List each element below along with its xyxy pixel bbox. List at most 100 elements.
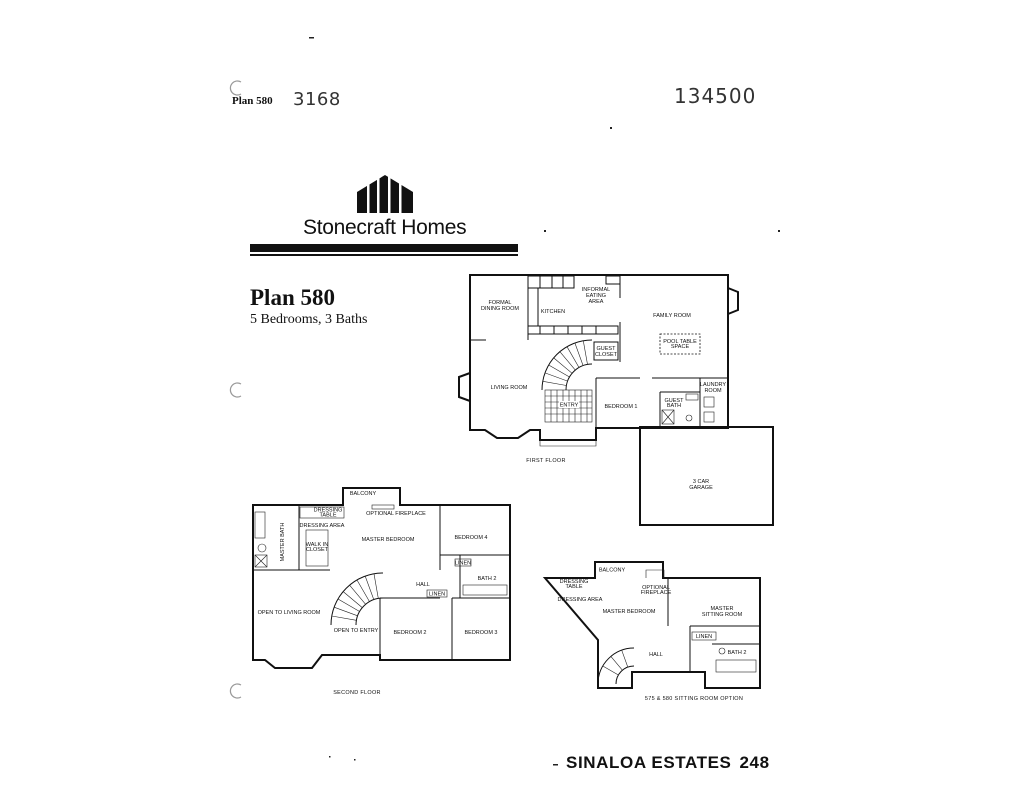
- master-sitting-room-label: MASTER: [711, 606, 734, 612]
- bath-walls: [659, 378, 701, 428]
- bath-2-tub: [462, 584, 508, 596]
- bedroom-2-3-walls: [379, 597, 510, 660]
- speck: [553, 764, 558, 766]
- dressing-table: [299, 506, 345, 519]
- optional-fireplace-label: OPTIONAL: [642, 585, 670, 591]
- guest-shower-cross: [661, 409, 675, 425]
- speck: [309, 37, 314, 39]
- logo-stripe: [399, 175, 402, 213]
- entry-label-backing: [559, 401, 579, 408]
- laundry-room-label: LAUNDRY: [700, 382, 727, 388]
- guest-closet: [593, 341, 619, 361]
- bath-2-label: BATH 2: [478, 576, 497, 582]
- stair-treads: [542, 340, 588, 386]
- speck: [329, 756, 331, 758]
- second-floor-plan: BALCONY DRESSING TABLE OPTIONAL FIREPLAC…: [252, 487, 511, 696]
- linen-closet-upper: [454, 558, 472, 567]
- bath-2-toilet: [718, 647, 726, 655]
- open-to-living-room-label: OPEN TO LIVING ROOM: [258, 610, 321, 616]
- garage-label: 3 CAR: [693, 479, 709, 485]
- guest-bath-fixtures: [661, 393, 699, 425]
- linen-label: LINEN: [429, 592, 445, 598]
- bath-2-tub: [715, 659, 757, 673]
- counter-dividers: [539, 326, 597, 334]
- master-sitting-room-label: SITTING ROOM: [702, 612, 743, 618]
- walk-in-closet: [305, 529, 329, 567]
- pool-table-space-label: POOL TABLE: [663, 339, 697, 345]
- open-to-entry-label: OPEN TO ENTRY: [334, 628, 379, 634]
- kitchen-cabinets: [527, 275, 621, 335]
- option-exterior-walls: [542, 561, 761, 689]
- entry-porch: [539, 440, 597, 447]
- living-room-fireplace: [458, 372, 471, 402]
- bedroom-wing-wall: [595, 377, 728, 428]
- formal-dining-room-label: FORMAL: [489, 300, 512, 306]
- entry-tile-border: [544, 389, 593, 423]
- optional-fireplace: [645, 569, 665, 578]
- family-room-fireplace: [727, 287, 739, 315]
- master-toilet: [257, 543, 267, 553]
- dressing-table-label: DRESSING: [314, 508, 343, 514]
- logo-stripe: [388, 175, 391, 213]
- master-shower-cross: [254, 554, 268, 568]
- dryer: [703, 411, 715, 423]
- scan-specks: [309, 37, 780, 766]
- speck: [354, 759, 356, 761]
- bedroom-4-label: BEDROOM 4: [454, 535, 487, 541]
- kitchen-label: KITCHEN: [541, 309, 565, 315]
- pool-table-space-label: SPACE: [671, 344, 690, 350]
- handwritten-note-right: 134500: [674, 84, 757, 108]
- header-plan-label: Plan 580: [232, 95, 273, 107]
- master-tub: [254, 511, 266, 539]
- binder-hole-mark: [229, 683, 242, 699]
- logo-stripe: [367, 175, 370, 213]
- stair-outer-rail: [597, 647, 635, 685]
- option-staircase: [597, 647, 635, 685]
- spiral-staircase: [541, 339, 593, 391]
- dressing-table-label: TABLE: [565, 584, 582, 590]
- walk-in-closet-label: CLOSET: [306, 547, 329, 553]
- stair-inner-rail: [615, 665, 635, 685]
- bedroom-1-label: BEDROOM 1: [604, 404, 637, 410]
- option-fixtures: [645, 569, 757, 673]
- handwritten-note-left: 3168: [293, 89, 341, 110]
- laundry-fixtures: [703, 396, 715, 423]
- binder-hole-marks: [229, 80, 242, 699]
- second-floor-caption: SECOND FLOOR: [333, 690, 381, 696]
- dressing-table-label: DRESSING: [560, 579, 589, 585]
- speck: [544, 230, 546, 232]
- garage-label: GARAGE: [689, 485, 713, 491]
- cabinet-dividers: [539, 276, 564, 288]
- bedroom-2-label: BEDROOM 2: [393, 630, 426, 636]
- kitchen-counter: [527, 325, 619, 335]
- second-floor-spiral-staircase: [330, 572, 384, 626]
- upper-cabinets: [527, 275, 575, 289]
- page-footer: SINALOA ESTATES 248: [566, 754, 770, 771]
- optional-fireplace: [371, 504, 395, 510]
- bath-2-label: BATH 2: [728, 650, 747, 656]
- pool-table-space: [659, 333, 701, 355]
- laundry-room-label: ROOM: [704, 388, 722, 394]
- stair-treads: [331, 573, 379, 621]
- stair-outer-rail: [330, 572, 384, 626]
- hall-label: HALL: [649, 652, 663, 658]
- optional-fireplace-label: FIREPLACE: [641, 590, 672, 596]
- guest-bath-label: GUEST: [665, 398, 685, 404]
- linen-closet: [691, 631, 717, 641]
- eating-area-cabinet: [605, 275, 621, 285]
- dressing-table-label: TABLE: [319, 513, 336, 519]
- walk-in-closet-label: WALK IN: [306, 542, 328, 548]
- garage: [639, 426, 774, 526]
- brand-rule-thin: [250, 254, 518, 256]
- master-bath-fixtures: [254, 504, 395, 568]
- linen-label: LINEN: [455, 561, 471, 567]
- informal-eating-area-label: INFORMAL: [582, 287, 610, 293]
- footer-page-number: 248: [739, 753, 770, 772]
- second-floor-storage: [426, 558, 508, 598]
- footer-estate-name: SINALOA ESTATES: [566, 753, 732, 772]
- sitting-room-option-plan: BALCONY DRESSING TABLE OPTIONAL FIREPLAC…: [542, 561, 761, 702]
- hall-label: HALL: [416, 582, 430, 588]
- stair-inner-rail: [355, 597, 384, 626]
- sitting-room-option-caption: 575 & 580 SITTING ROOM OPTION: [645, 696, 743, 702]
